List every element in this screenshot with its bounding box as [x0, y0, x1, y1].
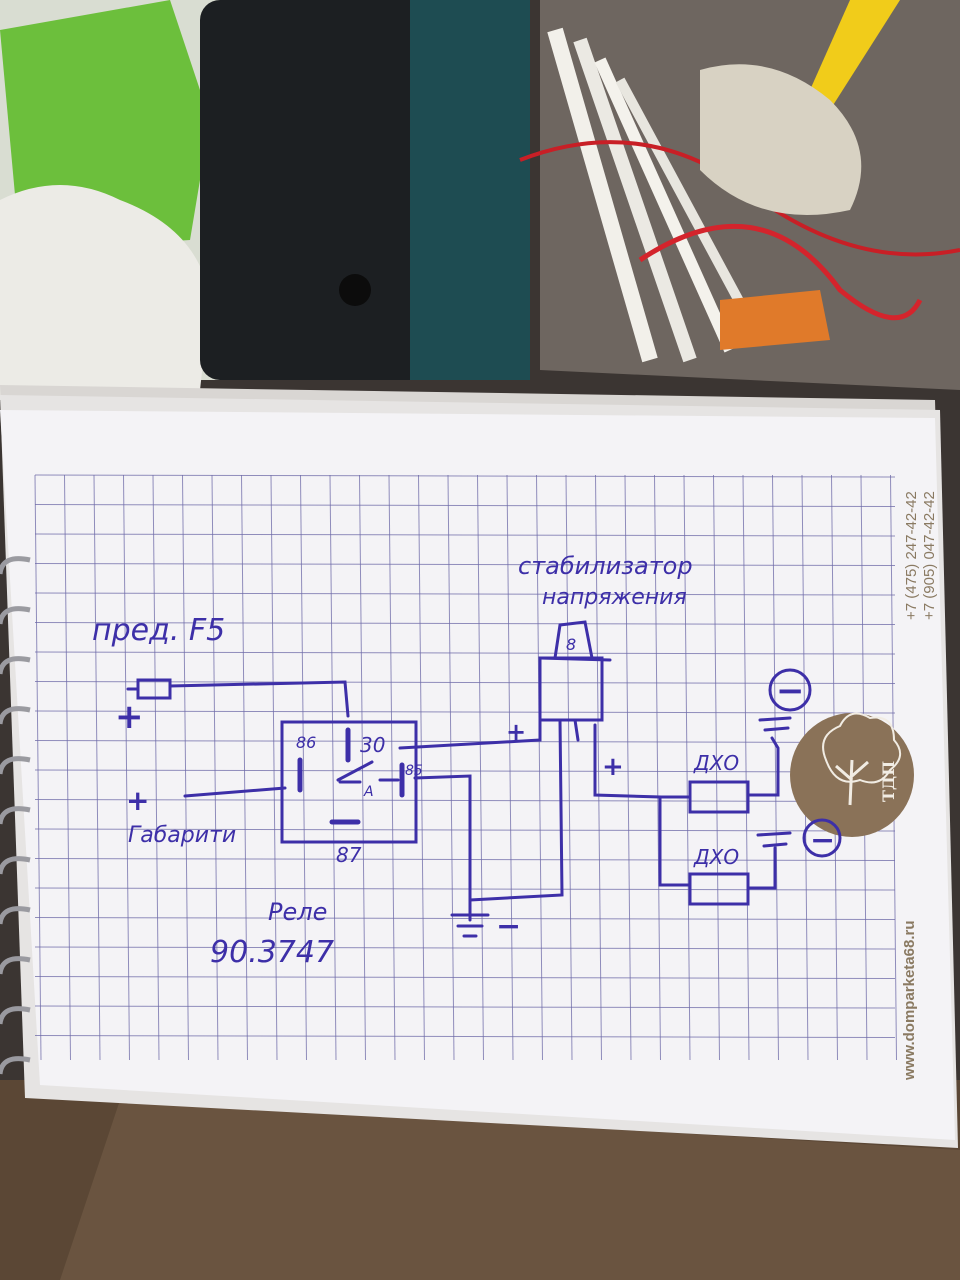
grid-line-vertical — [654, 474, 661, 1061]
parking-light-label: Габарити — [128, 823, 236, 848]
drl-label-2: ДХО — [693, 845, 739, 869]
grid-line-horizontal — [34, 828, 896, 832]
plus-parking: + — [126, 784, 149, 817]
relay-box — [280, 720, 418, 844]
grid-line-horizontal — [34, 799, 896, 802]
grid-line-horizontal — [34, 1035, 896, 1038]
graph-paper-grid — [34, 474, 897, 1061]
grid-line-horizontal — [34, 917, 896, 920]
grid-line-vertical — [447, 474, 455, 1061]
grid-line-vertical — [388, 474, 396, 1061]
grid-line-vertical — [123, 474, 130, 1061]
grid-line-vertical — [536, 474, 543, 1061]
relay-pin-30: 30 — [360, 733, 385, 757]
grid-line-horizontal — [34, 533, 896, 537]
grid-line-vertical — [742, 474, 750, 1061]
drl-2-minus: − — [810, 823, 835, 858]
grid-line-vertical — [93, 474, 101, 1061]
grid-line-horizontal — [34, 769, 896, 773]
battery-symbol-1 — [758, 716, 792, 732]
stabilizer-pin: 8 — [566, 635, 576, 654]
grid-line-horizontal — [34, 651, 896, 655]
fuse-label: пред. F5 — [92, 613, 225, 648]
grid-line-horizontal — [34, 563, 896, 566]
relay-pin-85: 85 — [405, 763, 423, 779]
minus-circle-1 — [768, 668, 812, 712]
grid-line-horizontal — [34, 474, 896, 478]
grid-line-horizontal — [34, 740, 896, 743]
stabilizer-label-1: стабилизатор — [518, 552, 693, 580]
sketch-labels: пред. F5 + + Габарити 30 86 85 A 87 Реле… — [92, 552, 835, 970]
website-text: www.domparketa68.ru — [901, 921, 918, 1082]
grid-line-horizontal — [34, 887, 896, 891]
relay-switch — [336, 760, 400, 784]
ground-symbol — [450, 913, 490, 938]
grid-line-vertical — [565, 474, 573, 1061]
ground-minus: − — [496, 909, 521, 944]
grid-line-horizontal — [34, 710, 896, 714]
grid-line-vertical — [64, 474, 71, 1061]
grid-line-horizontal — [34, 681, 896, 684]
grid-line-vertical — [182, 474, 189, 1061]
grid-line-vertical — [418, 474, 425, 1061]
drl-label-1: ДХО — [693, 751, 739, 775]
grid-line-vertical — [713, 474, 720, 1061]
grid-line-horizontal — [34, 1005, 896, 1009]
printed-phone-numbers: +7 (475) 247-42-42 +7 (905) 047-42-42 — [903, 491, 938, 620]
grid-line-vertical — [270, 474, 278, 1061]
grid-line-horizontal — [34, 946, 896, 950]
grid-line-vertical — [34, 474, 42, 1061]
relay-model: 90.3747 — [210, 935, 334, 970]
grid-line-vertical — [595, 474, 602, 1061]
drl-1-minus: − — [776, 671, 805, 711]
grid-line-horizontal — [34, 592, 896, 596]
grid-line-vertical — [683, 474, 691, 1061]
grid-line-horizontal — [34, 858, 896, 861]
minus-circle-2 — [802, 818, 842, 858]
logo-text: ТДП — [879, 761, 898, 802]
grid-line-horizontal — [34, 622, 896, 625]
grid-line-vertical — [152, 474, 160, 1061]
grid-line-vertical — [300, 474, 307, 1061]
relay-pin-a: A — [363, 784, 374, 800]
grid-line-vertical — [624, 474, 632, 1061]
phone-number-2: +7 (905) 047-42-42 — [921, 491, 938, 620]
grid-line-horizontal — [34, 976, 896, 979]
grid-line-vertical — [211, 474, 219, 1061]
relay-label: Реле — [268, 898, 327, 926]
plus-stabilizer-in: + — [506, 718, 526, 746]
notebook: +7 (475) 247-42-42 +7 (905) 047-42-42 ww… — [0, 385, 958, 1148]
relay-pin-86: 86 — [296, 733, 316, 752]
spiral-binding — [0, 556, 31, 1075]
plus-stabilizer-out: + — [602, 752, 624, 782]
phone-number-1: +7 (475) 247-42-42 — [903, 491, 920, 620]
plus-fuse: + — [115, 697, 144, 737]
tree-logo: ТДП — [790, 712, 914, 837]
grid-line-vertical — [772, 474, 779, 1061]
grid-line-horizontal — [34, 504, 896, 507]
grid-line-vertical — [241, 474, 248, 1061]
grid-line-vertical — [506, 474, 514, 1061]
grid-line-vertical — [477, 474, 484, 1061]
stabilizer-label-2: напряжения — [542, 585, 687, 610]
circuit-sketch — [126, 620, 842, 938]
relay-pin-87: 87 — [336, 843, 362, 867]
drl-lamp-1 — [688, 780, 750, 814]
grid-line-vertical — [329, 474, 337, 1061]
battery-symbol-2 — [756, 831, 792, 848]
